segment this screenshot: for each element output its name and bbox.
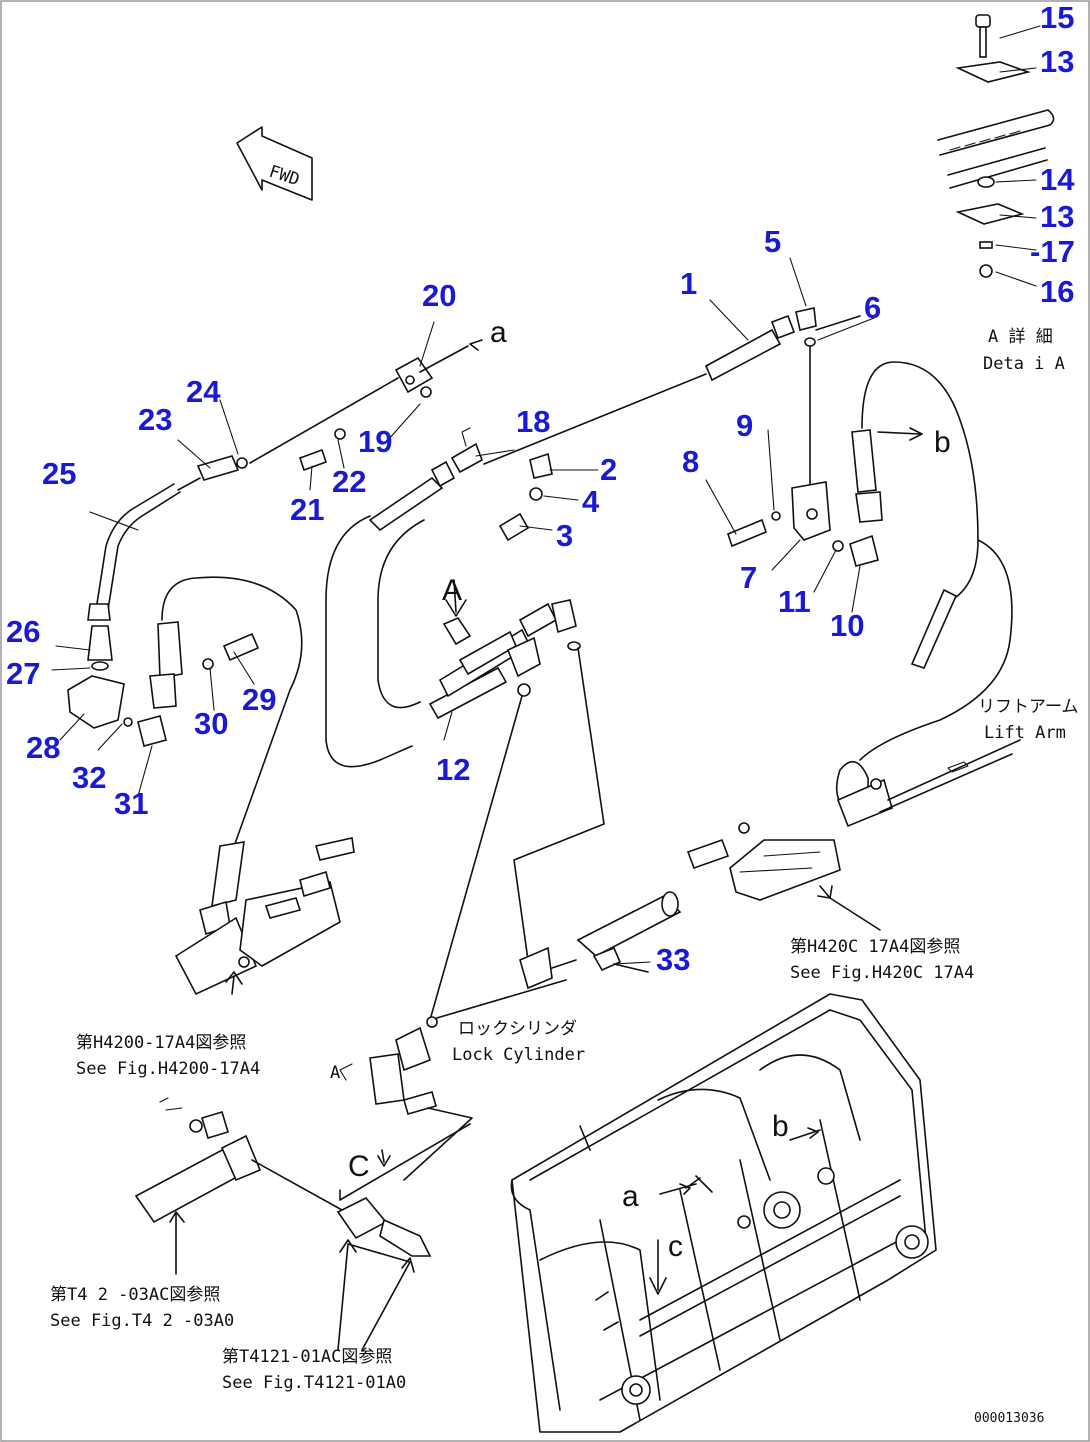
callout-9: 9 [736,408,753,443]
callout-27: 27 [6,656,40,691]
ref-t42-en: See Fig.T4 2 -03A0 [50,1311,234,1331]
figure-id: 000013036 [974,1411,1044,1426]
callout-14: 14 [1040,162,1075,197]
callout-10: 10 [830,608,864,643]
callout-5: 5 [764,224,781,259]
callout-21: 21 [290,492,324,527]
callout-26: 26 [6,614,40,649]
lift-arm-jp: リフトアーム [978,697,1078,717]
ref-t42-jp: 第T4 2 -03AC図参照 [50,1285,220,1305]
callout-19: 19 [358,424,392,459]
callout-7: 7 [740,560,757,595]
detail-a-parts: A 詳 細 Deta i A [937,14,1065,374]
callout-8: 8 [682,444,699,479]
lift-arm-en: Lift Arm [984,723,1066,743]
upper-left-hose-assembly: a [67,316,507,729]
callout-4: 4 [582,484,600,519]
ref-h4200-en: See Fig.H4200-17A4 [76,1059,260,1079]
callout-28: 28 [26,730,60,765]
callout-16: 16 [1040,274,1074,309]
letter-c-frame: c [668,1230,683,1263]
letter-A-view: A [442,574,462,607]
reference-labels: リフトアーム Lift Arm 第H420C 17A4図参照 See Fig.H… [50,697,1078,1426]
ref-t4121-en: See Fig.T4121-01A0 [222,1373,406,1393]
left-lower-hose-assembly [123,576,355,996]
right-lift-arm-assembly: A [330,539,1021,1181]
fwd-arrow: FWD [236,126,313,201]
callout-20: 20 [422,278,456,313]
ref-h4200-jp: 第H4200-17A4図参照 [76,1033,246,1053]
letter-a-top: a [490,316,507,349]
callout-29: 29 [242,682,276,717]
ref-h420c-en: See Fig.H420C 17A4 [790,963,974,983]
leader-lines [51,257,875,965]
callout-23: 23 [138,402,172,437]
letter-c-mid: C [348,1150,370,1183]
callout-18: 18 [516,404,550,439]
fwd-label: FWD [266,162,301,191]
callout-31: 31 [114,786,148,821]
callout-24: 24 [186,374,221,409]
callout-13-bottom: 13 [1040,199,1074,234]
callout-6: 6 [864,290,881,325]
middle-hose-assembly: b [483,307,979,605]
central-valve-assembly: A [325,515,605,1021]
letter-b-frame: b [772,1110,789,1143]
lock-cylinder-jp: ロックシリンダ [458,1019,577,1039]
callout-3: 3 [556,518,573,553]
letter-a-frame: a [622,1180,639,1213]
letter-b-top: b [934,426,951,459]
callout-1: 1 [680,266,697,301]
detail-a-jp: A 詳 細 [988,327,1053,347]
letter-A-small: A [330,1063,340,1083]
callout-12: 12 [436,752,470,787]
callout-2: 2 [600,452,617,487]
callout-33: 33 [656,942,690,977]
ref-t4121-jp: 第T4121-01AC図参照 [222,1347,392,1367]
ref-h420c-jp: 第H420C 17A4図参照 [790,937,960,957]
main-frame: a b c [510,993,937,1433]
callout-30: 30 [194,706,228,741]
lower-left-pin-assembly: C [134,1097,471,1351]
callout-17: -17 [1030,234,1075,269]
callout-22: 22 [332,464,366,499]
callout-32: 32 [72,760,106,795]
callout-11: 11 [778,584,811,619]
lock-cylinder-en: Lock Cylinder [452,1045,585,1065]
callout-13-top: 13 [1040,44,1074,79]
callout-15: 15 [1040,0,1074,35]
callout-25: 25 [42,456,76,491]
callout-numbers: 1 2 3 4 5 6 7 8 9 10 11 12 13 13 14 15 1… [6,0,1075,977]
detail-a-en: Deta i A [983,354,1065,374]
